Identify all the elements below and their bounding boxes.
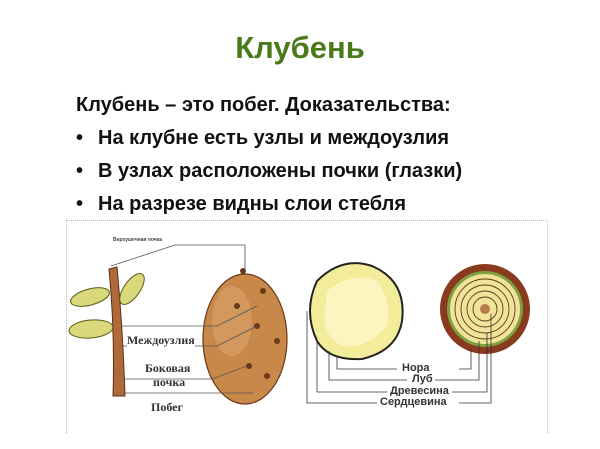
list-item: •На клубне есть узлы и междоузлия xyxy=(76,122,462,155)
diagram-drawing xyxy=(68,244,530,405)
bullet-icon: • xyxy=(76,160,84,182)
list-item: •В узлах расположены почки (глазки) xyxy=(76,155,462,188)
label-wood: Древесина xyxy=(389,385,450,397)
label-lateral-bud-2: почка xyxy=(153,375,186,389)
label-internodes: Междоузлия xyxy=(127,333,195,348)
bullet-icon: • xyxy=(76,127,84,149)
tuber-diagram: Верхушечная почка Междоузлия Боковая поч… xyxy=(66,220,548,433)
label-lateral-bud-1: Боковая xyxy=(145,361,191,375)
list-item: •На разрезе видны слои стебля xyxy=(76,188,462,221)
label-shoot: Побег xyxy=(151,400,183,414)
label-bark: Нора xyxy=(401,362,431,374)
slide-title: Клубень xyxy=(235,30,365,65)
bullet-icon: • xyxy=(76,193,84,215)
label-pith: Сердцевина xyxy=(379,396,448,408)
label-bast: Луб xyxy=(411,373,434,385)
label-apical-bud: Верхушечная почка xyxy=(113,237,162,243)
evidence-list: •На клубне есть узлы и междоузлия •В узл… xyxy=(76,122,462,221)
intro-text: Клубень – это побег. Доказательства: xyxy=(76,94,451,116)
